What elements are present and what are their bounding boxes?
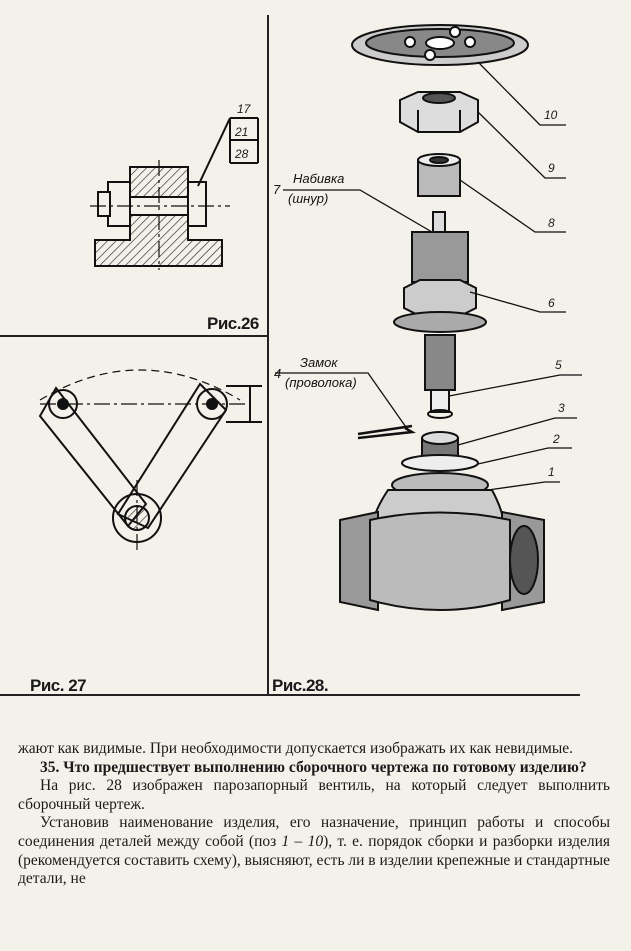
fig26-label-28: 28 xyxy=(235,147,249,161)
part-number-2: 2 xyxy=(553,432,560,446)
part-number-9: 9 xyxy=(548,161,555,175)
part-number-5: 5 xyxy=(555,358,562,372)
fig26-drawing xyxy=(90,117,259,270)
fig26-caption: Рис.26 xyxy=(207,314,259,333)
figures-area: 17 21 28 Рис.26 Рис. 27 Набивка 7 (шнур)… xyxy=(0,15,582,696)
fig28-caption: Рис.28. xyxy=(272,676,329,695)
callout-zamok: Замок xyxy=(300,355,338,370)
paragraph-assembly-order-part1: Установив наименование изделия, его назн… xyxy=(18,814,610,850)
callout-provoloka: (проволока) xyxy=(285,375,357,390)
paragraph-continuation: жают как видимые. При необходимости допу… xyxy=(18,740,573,757)
question-35-heading: 35. Что предшествует выполнению сборочно… xyxy=(40,758,587,776)
callout-number-4: 4 xyxy=(274,366,282,381)
callout-number-7: 7 xyxy=(273,182,281,197)
fig28-leaders xyxy=(275,61,582,491)
part-number-1: 1 xyxy=(548,465,555,479)
fig26-label-17: 17 xyxy=(237,102,251,116)
fig27-drawing xyxy=(38,369,262,550)
part-number-8: 8 xyxy=(548,216,555,230)
paragraph-fig28-reference: На рис. 28 изображен парозапорный вентил… xyxy=(18,777,610,813)
paragraph-assembly-order-part2: ), т. е. порядок сборки и разборки издел… xyxy=(18,832,610,888)
callout-shnur: (шнур) xyxy=(288,191,329,206)
fig28-drawing xyxy=(339,24,545,612)
fig26-label-21: 21 xyxy=(235,125,249,139)
part-number-3: 3 xyxy=(558,401,565,415)
figures-drawing xyxy=(0,15,582,696)
part-number-6: 6 xyxy=(548,296,555,310)
paragraph-assembly-order: Установив наименование изделия, его назн… xyxy=(18,814,610,888)
callout-nabivka: Набивка xyxy=(293,171,345,186)
fig27-caption: Рис. 27 xyxy=(30,676,87,695)
body-text: жают как видимые. При необходимости допу… xyxy=(18,740,610,889)
position-range: 1 – 10 xyxy=(281,832,324,850)
part-number-10: 10 xyxy=(544,108,558,122)
